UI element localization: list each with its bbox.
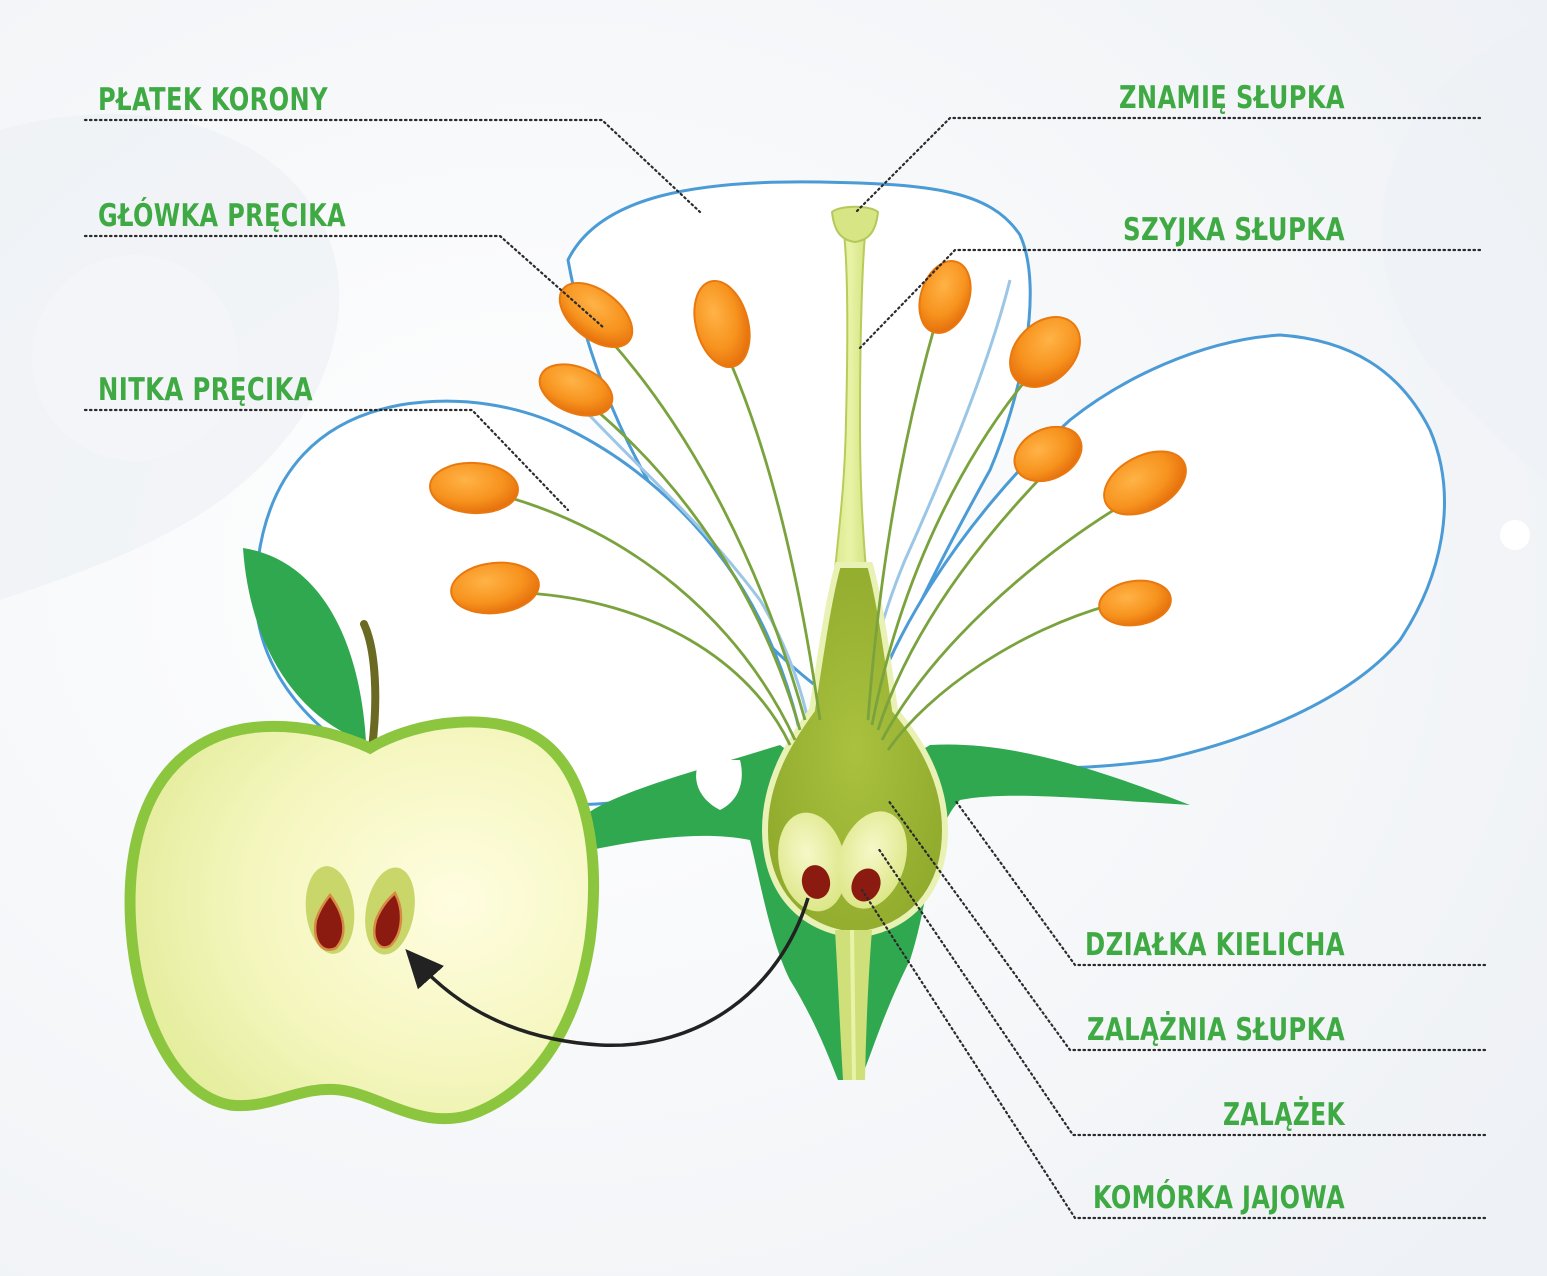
apple-body [130, 722, 593, 1119]
label-anther: GŁÓWKA PRĘCIKA [98, 197, 346, 234]
label-filament: NITKA PRĘCIKA [98, 372, 313, 408]
label-sepal: DZIAŁKA KIELICHA [1085, 927, 1345, 963]
label-petal: PŁATEK KORONY [98, 82, 328, 118]
label-stigma: ZNAMIĘ SŁUPKA [1119, 80, 1345, 116]
background-dot [1500, 520, 1530, 550]
label-ovule: ZALĄŻEK [1223, 1097, 1345, 1133]
stem-line [852, 930, 854, 1080]
label-egg-cell: KOMÓRKA JAJOWA [1093, 1179, 1345, 1216]
label-ovary: ZALĄŻNIA SŁUPKA [1087, 1012, 1345, 1048]
label-style: SZYJKA SŁUPKA [1123, 212, 1345, 248]
